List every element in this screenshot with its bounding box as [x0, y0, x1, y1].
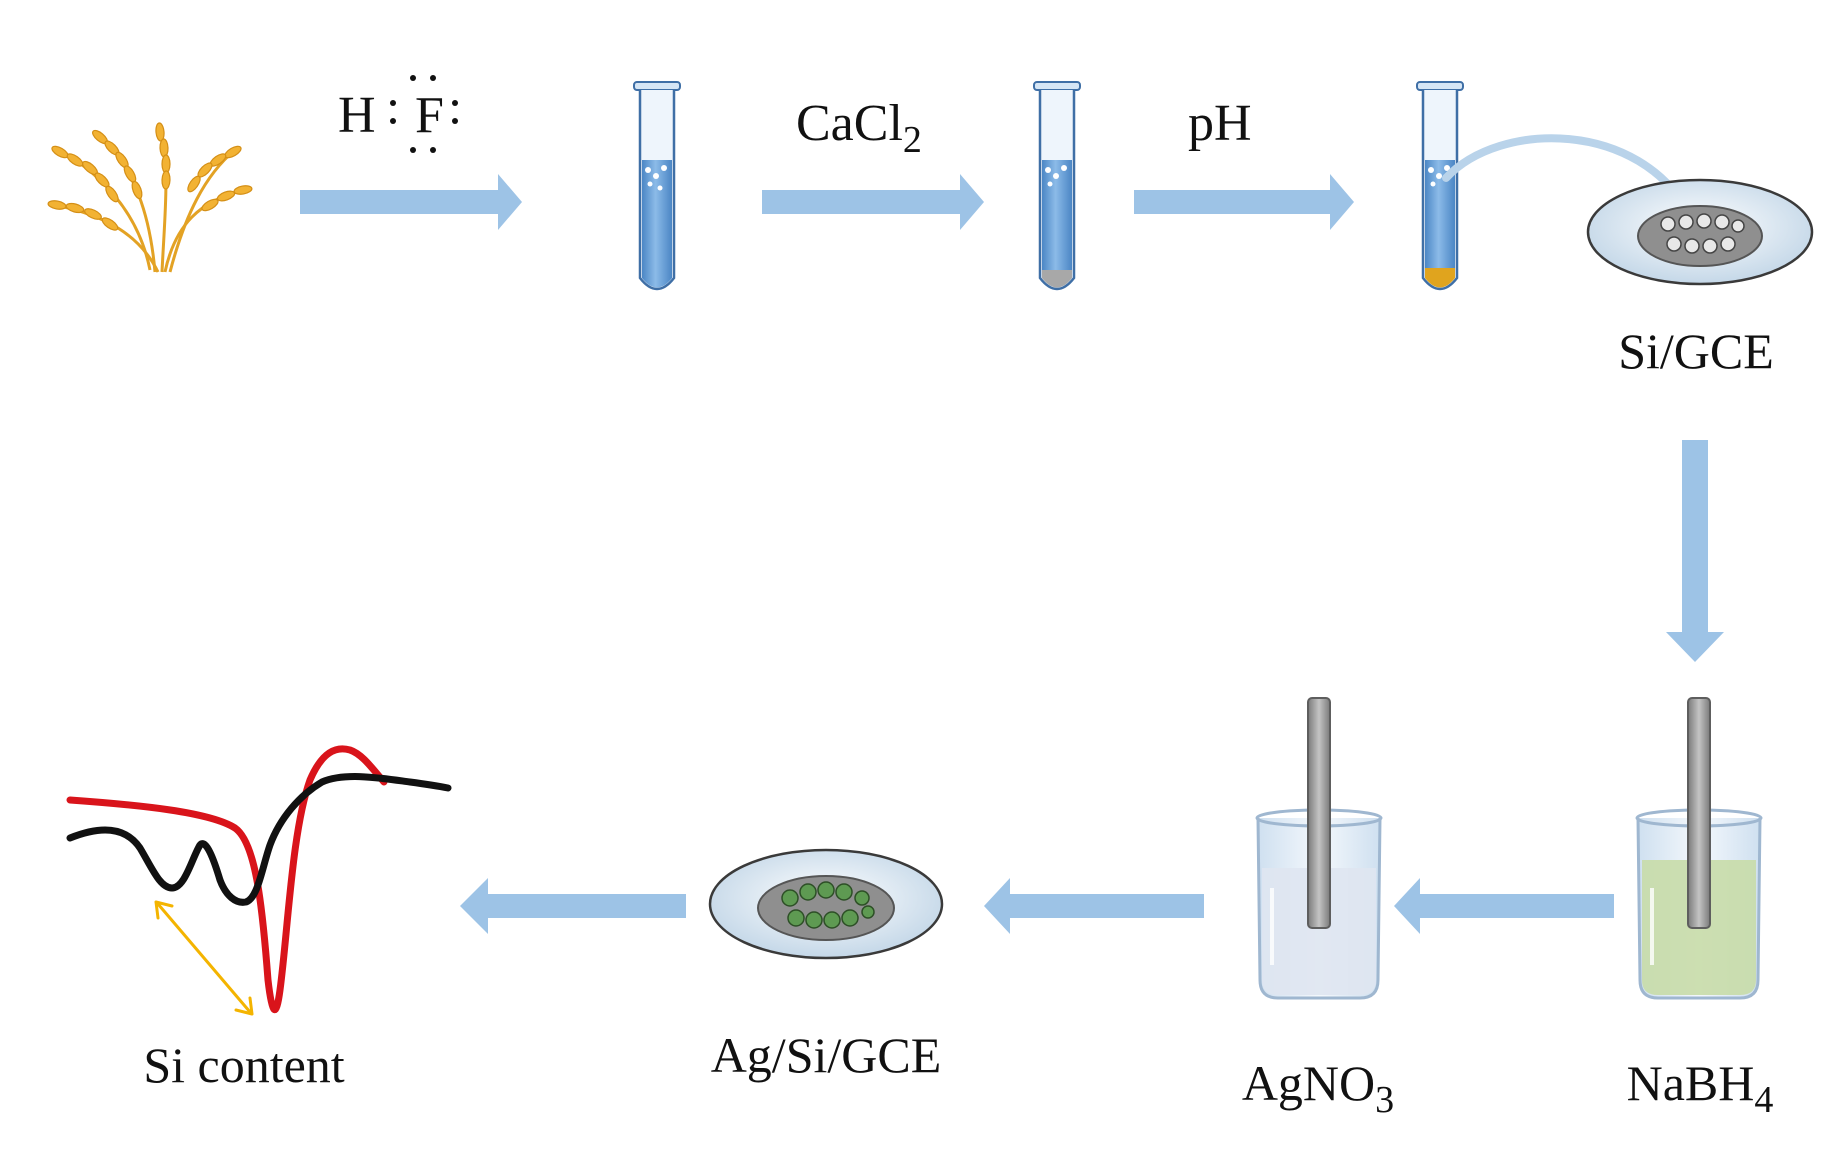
- ag-si-gce-label: Ag/Si/GCE: [711, 1027, 942, 1083]
- arrow-left-1: [1394, 878, 1614, 934]
- rice-grain-icon: [47, 122, 253, 273]
- voltammogram-icon: [66, 745, 452, 1016]
- hf-label: H F: [338, 75, 458, 153]
- agno3-label: AgNO3: [1242, 1055, 1394, 1121]
- si-gce-label: Si/GCE: [1618, 323, 1774, 379]
- arrow-right-2: [762, 174, 984, 230]
- agno3-electrode-icon: [1307, 697, 1331, 929]
- arrow-left-3: [460, 878, 686, 934]
- arrow-down: [1666, 440, 1724, 662]
- si-gce-disk-icon: [1586, 178, 1814, 286]
- cacl2-label: CaCl2: [796, 95, 922, 161]
- si-content-label: Si content: [143, 1037, 344, 1093]
- black-curve: [66, 773, 452, 906]
- agno3-label-main: AgNO: [1242, 1055, 1375, 1111]
- nabh4-label-sub: 4: [1754, 1079, 1773, 1121]
- hf-label-f: F: [415, 87, 444, 144]
- red-curve: [66, 745, 388, 1014]
- arrow-right-3: [1134, 174, 1354, 230]
- double-arrow-icon: [154, 900, 254, 1016]
- arrow-left-2: [984, 878, 1204, 934]
- nabh4-electrode-icon: [1687, 697, 1711, 929]
- lone-pair-dots-icon: [390, 75, 458, 153]
- hf-label-h: H: [338, 87, 376, 144]
- cacl2-label-main: CaCl: [796, 95, 903, 152]
- test-tube-1-icon: [633, 81, 681, 291]
- agno3-label-sub: 3: [1375, 1079, 1394, 1121]
- ag-si-gce-disk-icon: [708, 848, 944, 960]
- test-tube-2-icon: [1033, 81, 1081, 291]
- test-tube-3-icon: [1416, 81, 1464, 291]
- ph-label: pH: [1188, 95, 1252, 152]
- cacl2-label-sub: 2: [903, 119, 922, 161]
- arrow-right-1: [300, 174, 522, 230]
- nabh4-label-main: NaBH: [1627, 1055, 1755, 1111]
- nabh4-label: NaBH4: [1627, 1055, 1774, 1121]
